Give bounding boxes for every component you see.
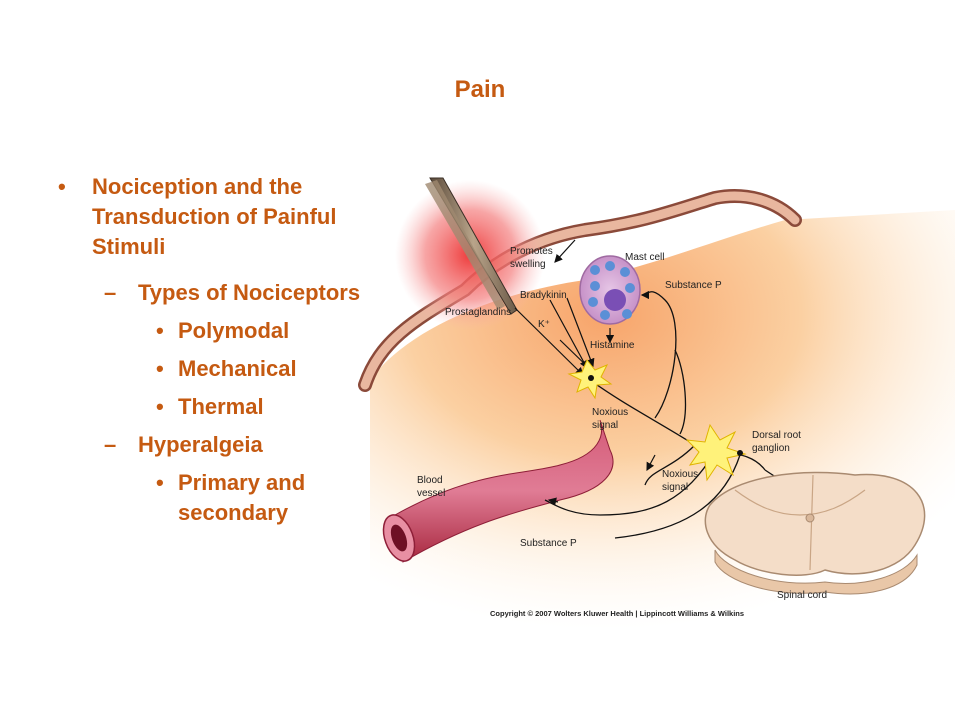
ganglion-flash (685, 423, 747, 482)
bullet-text: Nociception and the Transduction of Pain… (92, 174, 337, 259)
bullet-marker: • (156, 394, 164, 419)
item-text: Mechanical (178, 356, 297, 381)
label-blood-vessel-1: Blood (417, 475, 443, 486)
label-spinal-cord: Spinal cord (777, 590, 827, 601)
bullet-marker: • (156, 318, 164, 343)
dash-marker: – (104, 280, 117, 305)
slide-title: Pain (454, 76, 506, 103)
spinal-cord (704, 471, 926, 595)
label-substance-p-top: Substance P (665, 280, 722, 291)
item-primary-secondary: • Primary and secondary (58, 468, 398, 528)
item-text: Thermal (178, 394, 264, 419)
label-dorsal-root-2: ganglion (752, 443, 790, 454)
subbullet-types: – Types of Nociceptors (58, 278, 398, 308)
label-dorsal-root-1: Dorsal root (752, 430, 801, 441)
label-promotes-swelling-2: swelling (510, 259, 546, 270)
label-substance-p-bottom: Substance P (520, 538, 577, 549)
item-polymodal: • Polymodal (58, 316, 398, 346)
dash-marker: – (104, 432, 117, 457)
label-noxious-signal-1a: Noxious (592, 407, 628, 418)
item-thermal: • Thermal (58, 392, 398, 422)
mast-cell (579, 255, 641, 325)
label-histamine: Histamine (590, 340, 635, 351)
bullet-marker: • (156, 356, 164, 381)
label-promotes-swelling-1: Promotes (510, 246, 553, 257)
bullet-nociception: • Nociception and the Transduction of Pa… (58, 172, 398, 262)
label-noxious-signal-2b: signal (662, 482, 688, 493)
nociception-diagram: Promotes swelling Mast cell Bradykinin S… (355, 170, 955, 630)
subbullet-text: Hyperalgeia (138, 432, 263, 457)
copyright-notice: Copyright © 2007 Wolters Kluwer Health |… (490, 609, 744, 618)
bullet-list: • Nociception and the Transduction of Pa… (58, 172, 398, 528)
subbullet-text: Types of Nociceptors (138, 280, 361, 305)
label-bradykinin: Bradykinin (520, 290, 567, 301)
label-prostaglandins: Prostaglandins (445, 307, 511, 318)
item-text: Primary and secondary (178, 470, 306, 525)
blood-vessel (382, 419, 614, 563)
label-k-plus: K⁺ (538, 319, 550, 330)
item-mechanical: • Mechanical (58, 354, 398, 384)
nociceptor-ending-flash (567, 359, 613, 400)
bullet-marker: • (156, 470, 164, 495)
subbullet-hyperalgeia: – Hyperalgeia (58, 430, 398, 460)
bullet-marker: • (58, 174, 66, 199)
item-text: Polymodal (178, 318, 290, 343)
diagram-svg: Promotes swelling Mast cell Bradykinin S… (358, 177, 955, 630)
label-blood-vessel-2: vessel (417, 488, 445, 499)
label-noxious-signal-1b: signal (592, 420, 618, 431)
label-mast-cell: Mast cell (625, 252, 664, 263)
label-noxious-signal-2a: Noxious (662, 469, 698, 480)
